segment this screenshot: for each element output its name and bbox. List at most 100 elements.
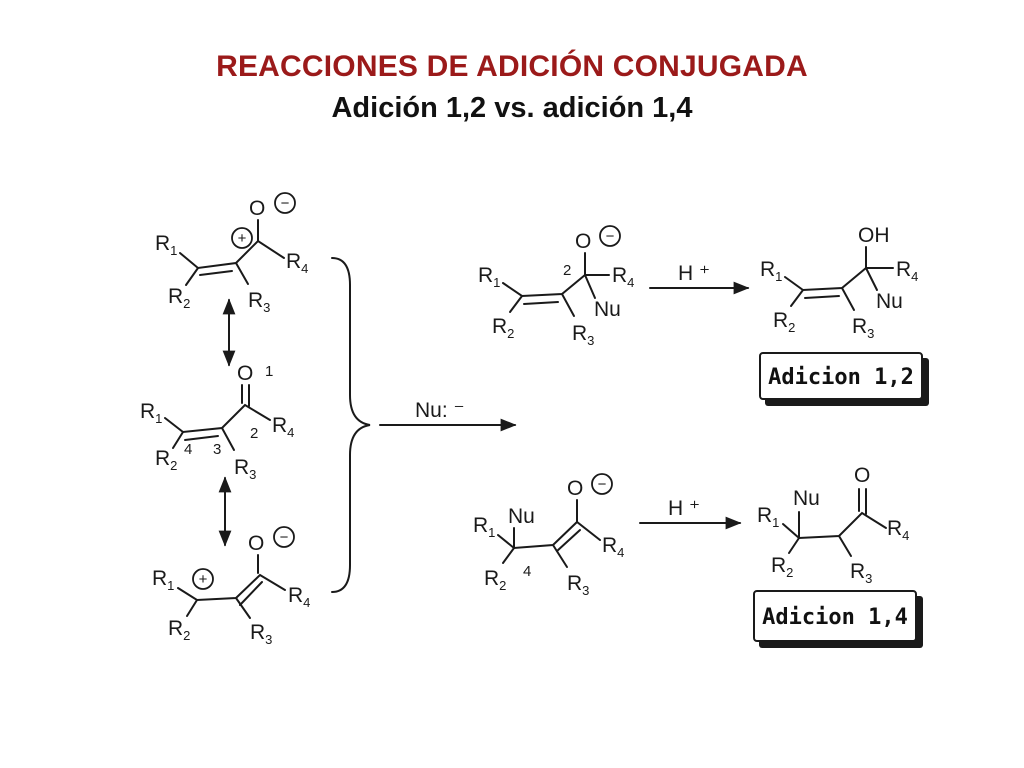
svg-text:R2: R2 [484, 567, 506, 593]
r1-subscript: 1 [775, 269, 782, 284]
svg-text:R3: R3 [250, 621, 272, 647]
r1-subscript: 1 [167, 578, 174, 593]
svg-text:R4: R4 [288, 584, 310, 610]
r2-subscript: 2 [183, 296, 190, 311]
svg-text:R2: R2 [168, 617, 190, 643]
slide-subtitle: Adición 1,2 vs. adición 1,4 [331, 92, 693, 124]
r1-subscript: 1 [488, 525, 495, 540]
r1-subscript: 1 [170, 243, 177, 258]
r3-subscript: 3 [587, 333, 594, 348]
nucleophile-label: Nu [876, 290, 903, 313]
r2-label: R [168, 617, 183, 640]
r3-label: R [234, 456, 249, 479]
negative-charge-icon: − [598, 476, 607, 493]
svg-text:R1: R1 [757, 504, 779, 530]
r3-subscript: 3 [582, 583, 589, 598]
r2-label: R [773, 309, 788, 332]
oxygen-label: O [567, 477, 583, 500]
svg-text:R4: R4 [896, 258, 918, 284]
r1-subscript: 1 [493, 275, 500, 290]
acid-reagent-label: H ⁺ [678, 262, 710, 285]
r4-label: R [896, 258, 911, 281]
r1-label: R [140, 400, 155, 423]
r2-label: R [168, 285, 183, 308]
enone-structure: R1 R2 R3 R4 O 1 2 3 4 [140, 362, 294, 482]
product-14-structure: R1 R2 R3 R4 O Nu [757, 464, 909, 586]
position-4-label: 4 [523, 563, 531, 580]
r1-label: R [760, 258, 775, 281]
resonance-structure-bottom: R1 R2 R3 R4 O − + [152, 526, 310, 647]
r4-subscript: 4 [287, 425, 294, 440]
oxygen-label: O [854, 464, 870, 487]
oxygen-label: O [249, 197, 265, 220]
product-12-structure: R1 R2 R3 R4 OH Nu [760, 224, 918, 341]
nucleophile-label: Nu [594, 298, 621, 321]
svg-text:R1: R1 [473, 514, 495, 540]
r4-subscript: 4 [627, 275, 634, 290]
r3-label: R [852, 315, 867, 338]
r4-label: R [612, 264, 627, 287]
negative-charge-icon: − [281, 195, 290, 212]
svg-text:R2: R2 [168, 285, 190, 311]
position-2-label: 2 [563, 262, 571, 279]
r2-subscript: 2 [786, 565, 793, 580]
svg-text:R4: R4 [602, 534, 624, 560]
svg-text:R1: R1 [155, 232, 177, 258]
r2-label: R [771, 554, 786, 577]
r4-subscript: 4 [911, 269, 918, 284]
r1-subscript: 1 [155, 411, 162, 426]
svg-text:R2: R2 [492, 315, 514, 341]
svg-text:R3: R3 [234, 456, 256, 482]
resonance-structure-top: R1 R2 R3 R4 O − + [155, 192, 308, 315]
r2-subscript: 2 [183, 628, 190, 643]
svg-text:R4: R4 [272, 414, 294, 440]
enolate-14-intermediate: R1 R2 R3 R4 O − Nu 4 [473, 473, 624, 598]
svg-text:R2: R2 [155, 447, 177, 473]
r4-label: R [272, 414, 287, 437]
r2-subscript: 2 [499, 578, 506, 593]
svg-text:R3: R3 [572, 322, 594, 348]
position-1-label: 1 [265, 363, 273, 380]
r1-label: R [152, 567, 167, 590]
position-2-label: 2 [250, 425, 258, 442]
r4-subscript: 4 [902, 528, 909, 543]
oxygen-label: O [237, 362, 253, 385]
nucleophile-label: Nu [508, 505, 535, 528]
r4-label: R [286, 250, 301, 273]
adicion-14-label: Adicion 1,4 [762, 605, 908, 630]
positive-charge-icon: + [199, 571, 208, 588]
svg-text:R3: R3 [850, 560, 872, 586]
r3-label: R [567, 572, 582, 595]
position-3-label: 3 [213, 441, 221, 458]
svg-text:R4: R4 [887, 517, 909, 543]
hydroxyl-label: OH [858, 224, 890, 247]
r4-label: R [602, 534, 617, 557]
negative-charge-icon: − [606, 228, 615, 245]
position-4-label: 4 [184, 441, 192, 458]
slide-title: REACCIONES DE ADICIÓN CONJUGADA [216, 50, 808, 83]
svg-text:R1: R1 [140, 400, 162, 426]
r4-label: R [887, 517, 902, 540]
negative-charge-icon: − [280, 529, 289, 546]
r4-subscript: 4 [301, 261, 308, 276]
svg-text:R4: R4 [286, 250, 308, 276]
r3-subscript: 3 [865, 571, 872, 586]
acid-reagent-label: H ⁺ [668, 497, 700, 520]
r2-label: R [492, 315, 507, 338]
resonance-brace [331, 257, 371, 593]
r3-label: R [572, 322, 587, 345]
r2-subscript: 2 [788, 320, 795, 335]
svg-text:R2: R2 [773, 309, 795, 335]
oxygen-label: O [248, 532, 264, 555]
svg-text:R3: R3 [852, 315, 874, 341]
r4-subscript: 4 [303, 595, 310, 610]
svg-text:R2: R2 [771, 554, 793, 580]
svg-text:R1: R1 [478, 264, 500, 290]
r3-subscript: 3 [265, 632, 272, 647]
svg-text:R1: R1 [760, 258, 782, 284]
svg-text:R1: R1 [152, 567, 174, 593]
r2-label: R [155, 447, 170, 470]
r2-subscript: 2 [507, 326, 514, 341]
r1-label: R [473, 514, 488, 537]
